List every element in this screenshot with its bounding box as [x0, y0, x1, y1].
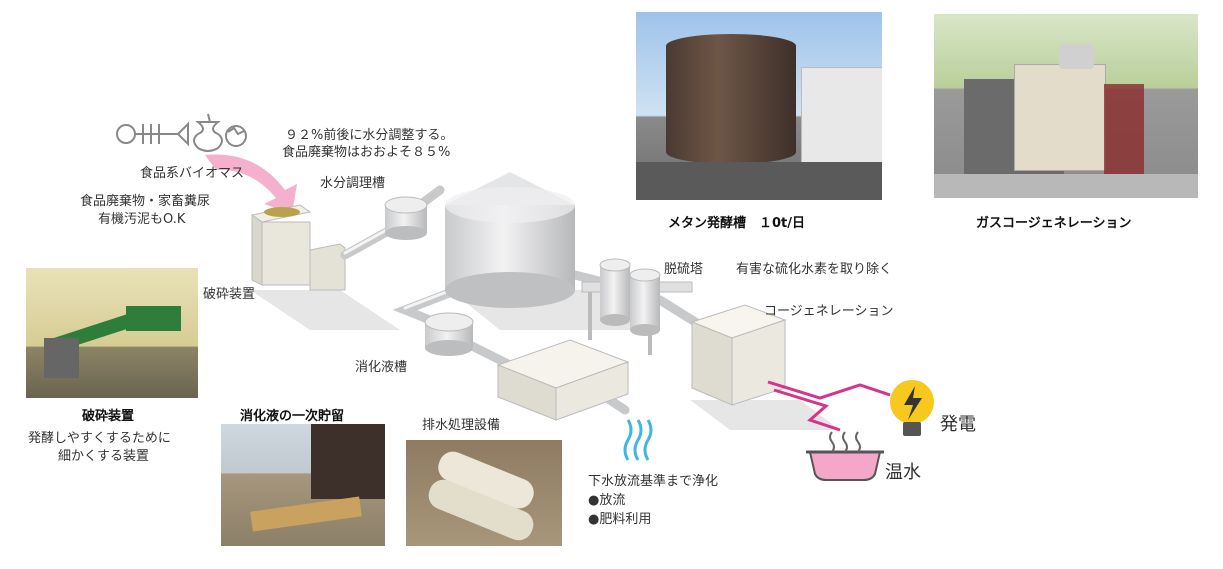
- sewage-line1: 下水放流基準まで浄化: [588, 474, 719, 489]
- water-discharge-icon: [623, 419, 653, 461]
- inputs-line2: 有機汚泥もO.K: [98, 212, 186, 227]
- food-biomass-label: 食品系バイオマス: [140, 166, 245, 181]
- crusher-unit: [250, 204, 346, 291]
- wastewater-label: 排水処理設備: [422, 418, 501, 433]
- methane-tank-photo: [636, 12, 882, 200]
- wastewater-photo: [406, 440, 562, 546]
- crusher-desc-line2: 細かくする装置: [58, 449, 150, 464]
- hot-water-bath-icon: [806, 431, 884, 481]
- methane-tank-caption: メタン発酵槽 １0t/日: [668, 216, 806, 231]
- gas-cogeneration-caption: ガスコージェネレーション: [976, 216, 1132, 231]
- cogeneration-label: コージェネレーション: [764, 304, 894, 319]
- crusher-desc-line1: 発酵しやすくするために: [28, 431, 171, 446]
- desulfurization-note: 有害な硫化水素を取り除く: [736, 262, 893, 277]
- sewage-item-discharge: ●放流: [588, 493, 626, 508]
- desulfurization-label: 脱硫塔: [664, 262, 704, 277]
- feed-arrow: [205, 154, 297, 214]
- moisture-note-line2: 食品廃棄物はおおよそ８５%: [282, 145, 451, 160]
- eggshell-icon: [225, 125, 247, 147]
- crusher-label: 破砕装置: [203, 287, 256, 302]
- moisture-note-line1: ９２%前後に水分調整する。: [285, 128, 454, 143]
- methane-tank: [445, 172, 575, 308]
- digestate-tank: [424, 312, 474, 356]
- sewage-item-fertilizer: ●肥料利用: [588, 512, 652, 527]
- light-bulb-icon: [890, 380, 934, 436]
- hot-water-label: 温水: [885, 462, 921, 483]
- energy-output-lines: [767, 380, 891, 432]
- apple-core-icon: [193, 113, 223, 152]
- cogeneration-unit: [690, 304, 787, 406]
- digestate-tank-label: 消化液槽: [355, 360, 408, 375]
- inputs-line1: 食品廃棄物・家畜糞尿: [80, 194, 211, 209]
- crusher-photo: [26, 268, 198, 398]
- gas-cogeneration-photo: [934, 14, 1198, 198]
- crusher-photo-caption: 破砕装置: [82, 409, 135, 424]
- desulfurization-tower: [581, 258, 693, 355]
- fish-bone-icon: [116, 121, 189, 147]
- moisture-tank: [384, 196, 428, 240]
- wastewater-unit: [496, 339, 630, 421]
- digestate-caption: 消化液の一次貯留: [240, 409, 345, 424]
- digestate-photo: [221, 424, 385, 546]
- moisture-tank-label: 水分調理槽: [320, 176, 386, 191]
- power-label: 発電: [940, 414, 976, 435]
